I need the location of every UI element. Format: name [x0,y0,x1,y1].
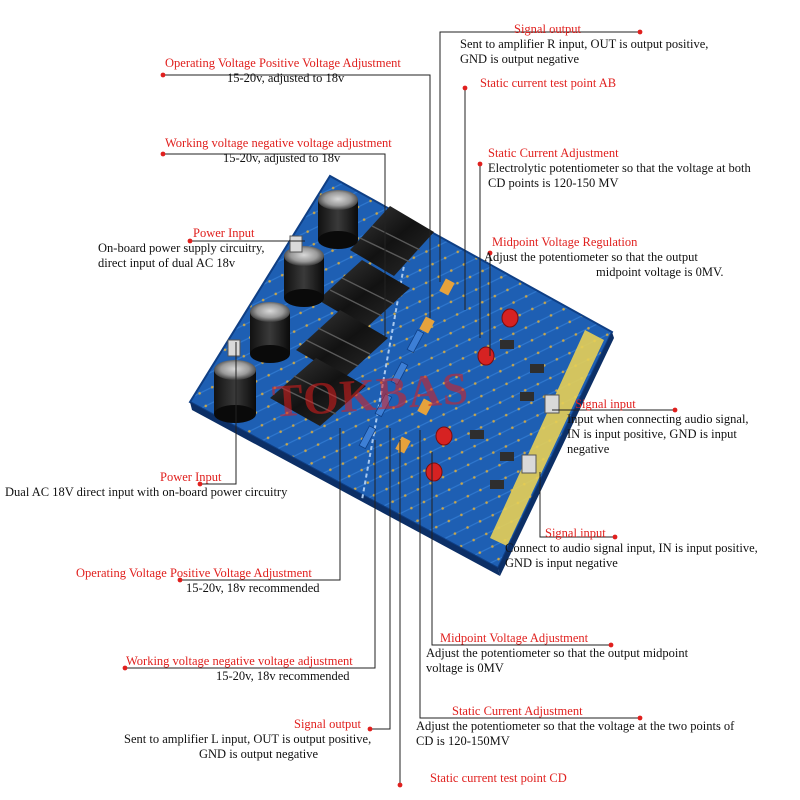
label-desc-line: IN is input positive, GND is input [567,427,737,441]
label-desc-line: Electrolytic potentiometer so that the v… [488,161,751,175]
label-static-test-cd: Static current test point CD [430,771,567,786]
leader-lines [125,31,675,785]
label-desc-line: 15-20v, adjusted to 18v [223,151,341,165]
label-desc-line: 15-20v, 18v recommended [186,581,320,595]
label-desc-line: Sent to amplifier L input, OUT is output… [124,732,372,746]
label-static-adj-bot: Static Current Adjustment Adjust the pot… [416,704,734,749]
label-title: Signal input [575,397,636,411]
label-desc-line: GND is input negative [505,556,618,570]
label-title: Static current test point CD [430,771,567,785]
label-desc-line: Adjust the potentiometer so that the vol… [416,719,735,733]
label-power-input-top: Power Input On-board power supply circui… [98,226,265,271]
label-desc-line: Connect to audio signal input, IN is inp… [505,541,758,555]
label-desc-line: Input when connecting audio signal, [567,412,749,426]
filter-capacitors [214,190,358,423]
small-components [227,235,560,489]
label-title: Static Current Adjustment [452,704,583,718]
label-desc-line: GND is output negative [460,52,580,66]
label-title: Operating Voltage Positive Voltage Adjus… [76,566,312,580]
label-desc-line: midpoint voltage is 0MV. [596,265,724,279]
label-neg-voltage-bot: Working voltage negative voltage adjustm… [126,654,353,684]
label-title: Static current test point AB [480,76,617,90]
label-desc-line: CD is 120-150MV [416,734,510,748]
label-title: Signal input [545,526,606,540]
label-desc-line: voltage is 0MV [426,661,504,675]
label-title: Power Input [193,226,255,240]
label-title: Midpoint Voltage Adjustment [440,631,589,645]
label-title: Working voltage negative voltage adjustm… [126,654,353,668]
label-midpoint-adj-bot: Midpoint Voltage Adjustment Adjust the p… [426,631,688,676]
label-title: Working voltage negative voltage adjustm… [165,136,392,150]
label-desc-line: direct input of dual AC 18v [98,256,236,270]
endpoint-markers [122,29,678,788]
label-desc-line: 15-20v, 18v recommended [216,669,350,683]
label-desc-line: Adjust the potentiometer so that the out… [426,646,689,660]
label-desc-line: Adjust the potentiometer so that the out… [484,250,698,264]
label-desc-line: negative [567,442,610,456]
label-power-input-bot: Power Input Dual AC 18V direct input wit… [5,470,287,500]
label-signal-output-r: Signal output Sent to amplifier R input,… [460,22,708,67]
label-title: Midpoint Voltage Regulation [492,235,638,249]
label-signal-output-l: Signal output Sent to amplifier L input,… [124,717,371,762]
label-signal-input-top: Signal input Input when connecting audio… [567,397,749,457]
label-title: Static Current Adjustment [488,146,619,160]
label-static-adj-top: Static Current Adjustment Electrolytic p… [488,146,751,191]
label-desc-line: 15-20v, adjusted to 18v [227,71,345,85]
label-midpoint-reg: Midpoint Voltage Regulation Adjust the p… [484,235,724,280]
label-title: Power Input [160,470,222,484]
label-pos-voltage-top: Operating Voltage Positive Voltage Adjus… [165,56,401,86]
label-desc-line: On-board power supply circuitry, [98,241,265,255]
label-static-test-ab: Static current test point AB [480,76,616,91]
label-pos-voltage-bot: Operating Voltage Positive Voltage Adjus… [76,566,320,596]
label-desc-line: Sent to amplifier R input, OUT is output… [460,37,709,51]
label-desc-line: CD points is 120-150 MV [488,176,619,190]
label-title: Signal output [514,22,582,36]
label-title: Operating Voltage Positive Voltage Adjus… [165,56,401,70]
label-desc-line: Dual AC 18V direct input with on-board p… [5,485,288,499]
label-neg-voltage-top: Working voltage negative voltage adjustm… [165,136,392,166]
label-desc-line: GND is output negative [199,747,319,761]
label-signal-input-bot: Signal input Connect to audio signal inp… [505,526,758,571]
label-title: Signal output [294,717,362,731]
